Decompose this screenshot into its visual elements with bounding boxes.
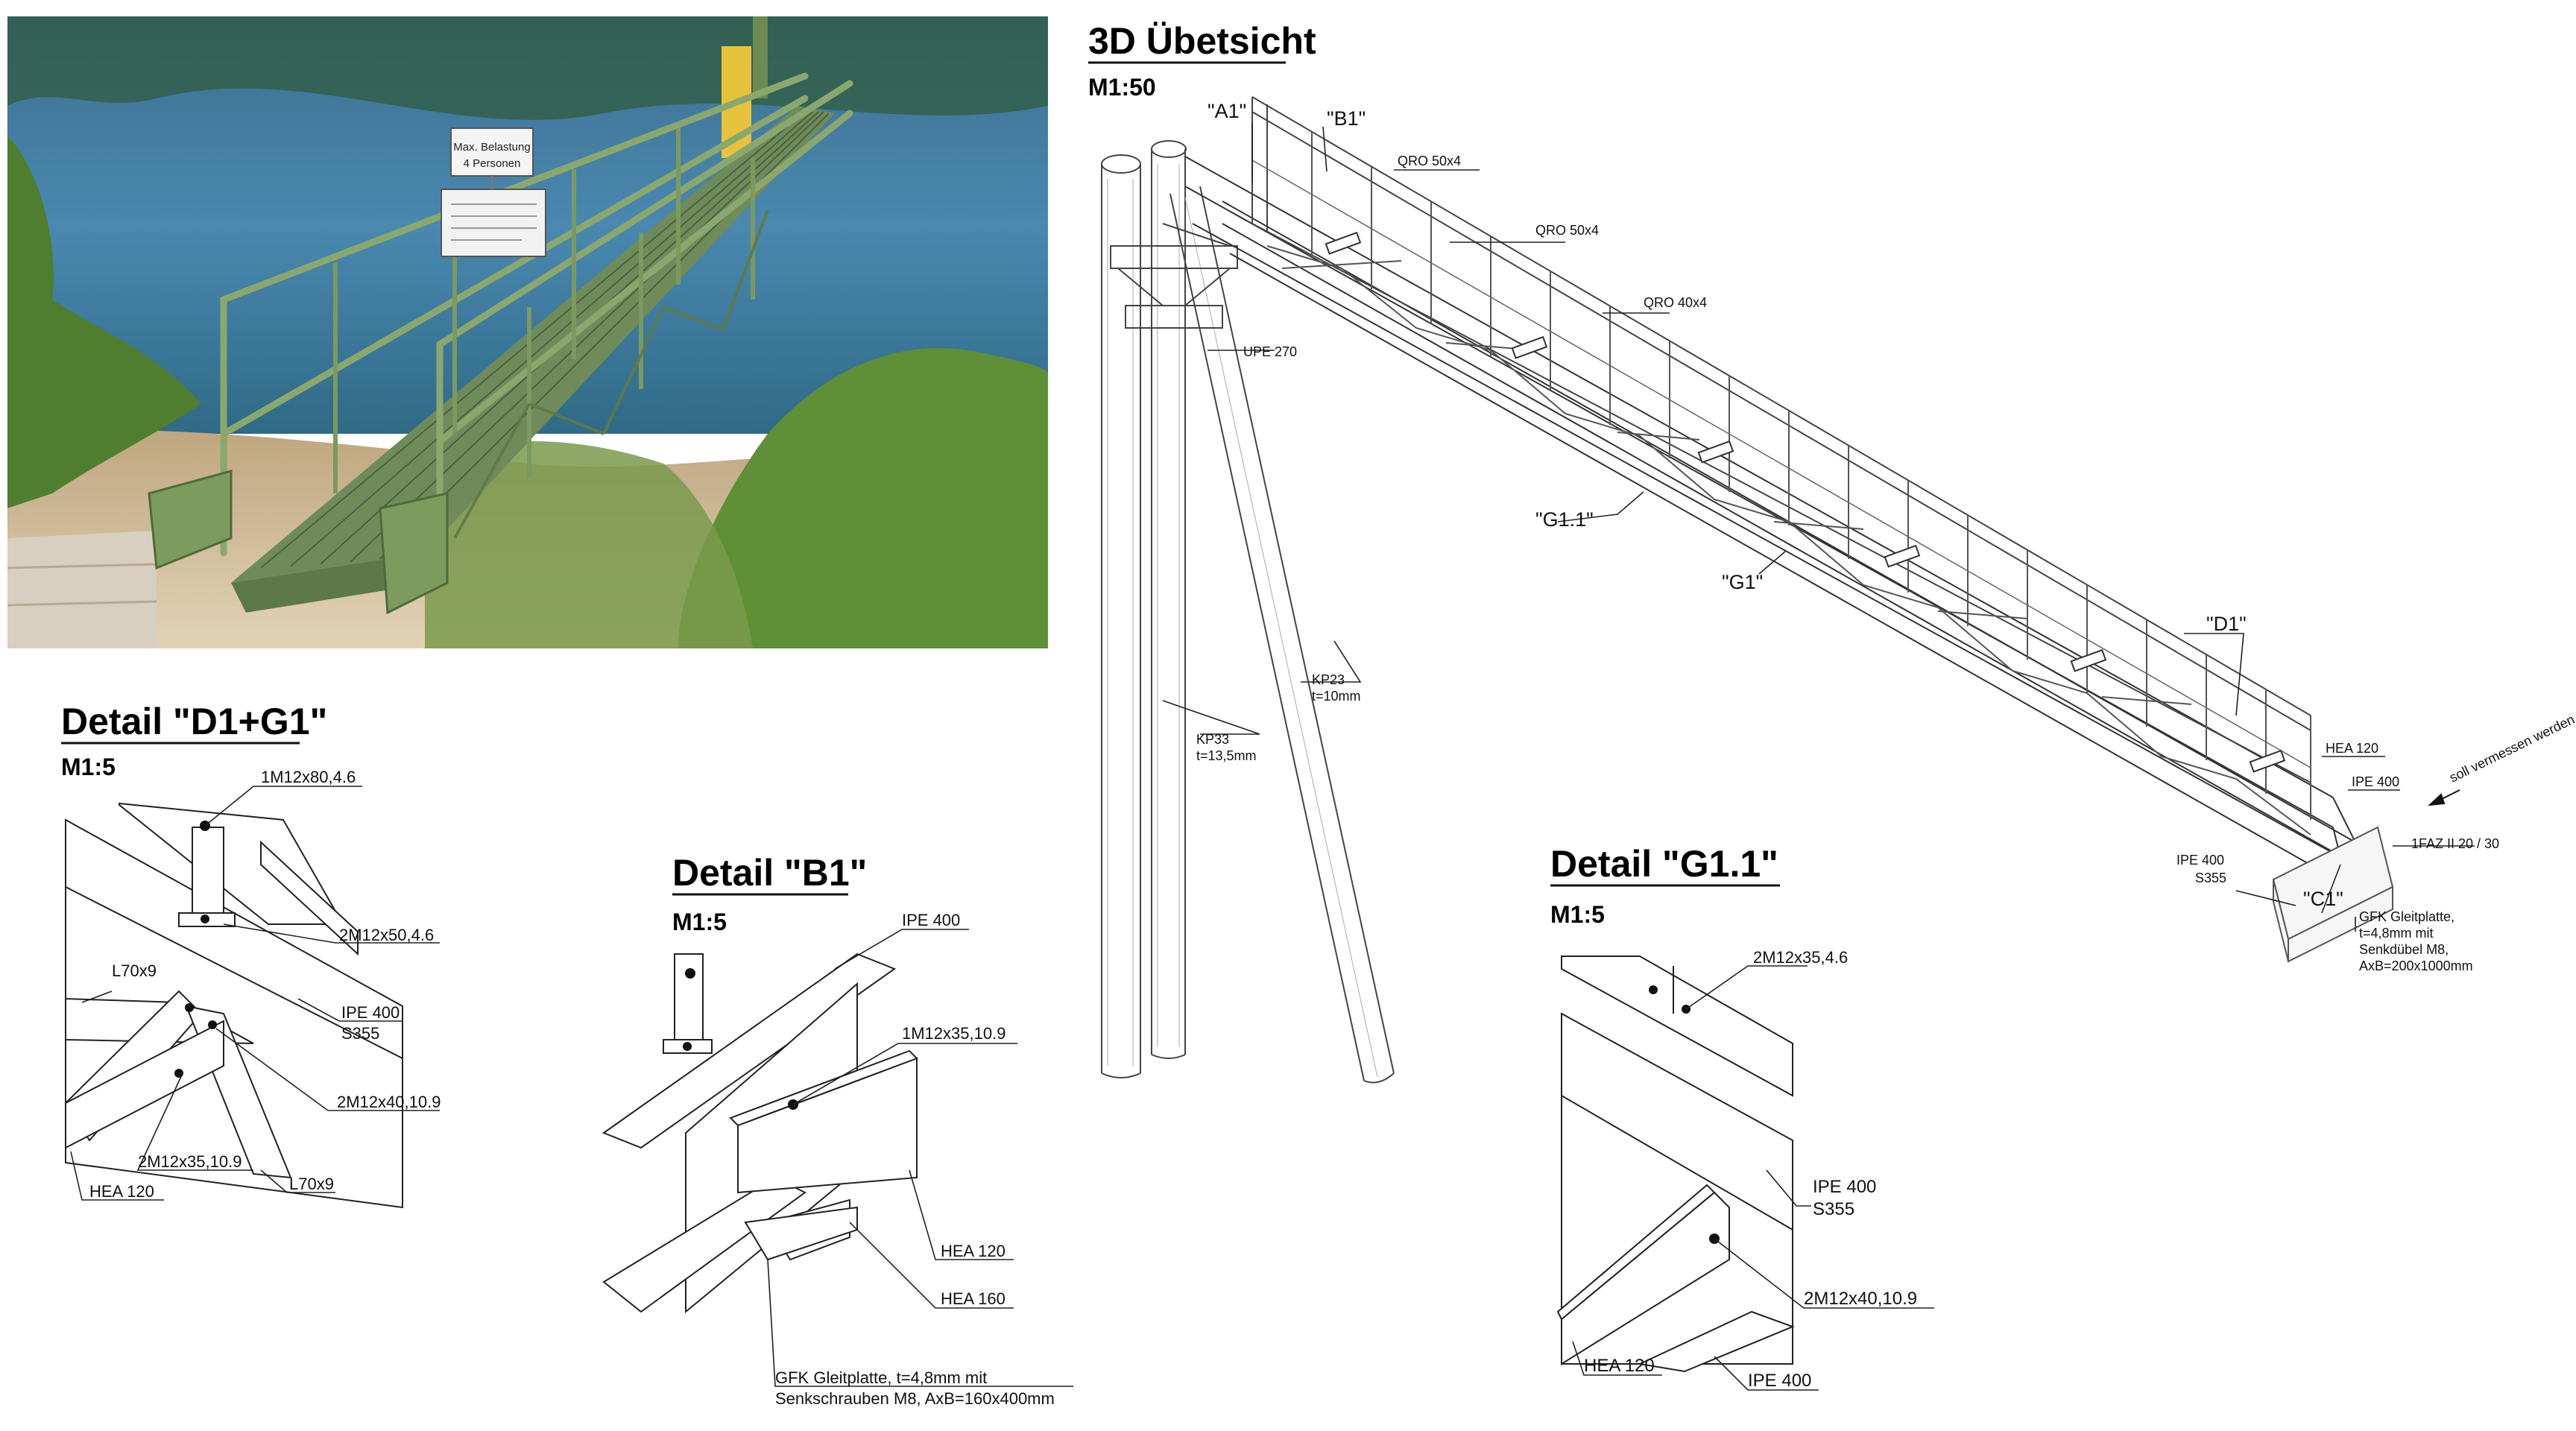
label-c1: "C1" — [2303, 888, 2343, 910]
label-s355: S355 — [2195, 871, 2226, 885]
railing-posts — [1311, 132, 2311, 820]
label-ipe400: IPE 400 — [2352, 774, 2399, 789]
detail-d1g1-title: Detail "D1+G1" — [61, 701, 327, 742]
left-railing — [220, 72, 809, 557]
bridge-deck — [231, 106, 835, 583]
info-sign — [441, 189, 546, 257]
detail-g11-title: Detail "G1.1" — [1550, 843, 1778, 885]
d1g1-bolts — [174, 821, 217, 1078]
b1-ipe: IPE 400 — [902, 911, 960, 929]
site-photo-illustration: Max. Belastung 4 Personen — [7, 16, 1048, 648]
top-railing — [1251, 96, 2311, 783]
bridge-girders — [1184, 156, 2364, 910]
overview-leaders — [1162, 123, 2475, 932]
label-hea120: HEA 120 — [2326, 741, 2378, 756]
right-railing — [436, 80, 853, 542]
label-ipe400-b: IPE 400 — [2176, 853, 2224, 868]
d1g1-s355: S355 — [341, 1024, 379, 1043]
tree-reflection — [7, 16, 1048, 120]
b1-gfk-2: Senkschrauben M8, AxB=160x400mm — [775, 1389, 1055, 1408]
d1g1-bolt2: 2M12x50,4.6 — [339, 926, 434, 944]
d1g1-bolt3: 2M12x40,10.9 — [337, 1093, 441, 1111]
right-plate — [379, 492, 449, 615]
measure-arrow — [2428, 789, 2460, 806]
label-qro-top: QRO 50x4 — [1398, 154, 1461, 168]
b1-hea160: HEA 160 — [941, 1289, 1006, 1308]
g11-hea: HEA 120 — [1584, 1356, 1655, 1376]
d1g1-bolt4: 2M12x35,10.9 — [138, 1152, 242, 1171]
label-gfk-2: t=4,8mm mit — [2359, 926, 2434, 941]
label-gfk-1: GFK Gleitplatte, — [2359, 909, 2455, 924]
detail-g11-drawing — [1556, 955, 1795, 1373]
detail-d1g1-section: Detail "D1+G1" M1:5 — [61, 701, 441, 1209]
cross-beams — [1325, 231, 2286, 773]
detail-g11-scale: M1:5 — [1550, 901, 1605, 928]
label-g11: "G1.1" — [1535, 508, 1594, 531]
label-kp23-a: KP23 — [1312, 672, 1345, 687]
steps — [7, 531, 157, 648]
label-g1: "G1" — [1722, 571, 1763, 593]
overview-title: 3D Übetsicht — [1088, 20, 1316, 62]
detail-d1g1-scale: M1:5 — [61, 754, 116, 780]
g11-ipe: IPE 400 — [1813, 1177, 1876, 1197]
detail-b1-scale: M1:5 — [672, 909, 727, 935]
load-sign-line2: 4 Personen — [464, 157, 521, 170]
b1-bolt: 1M12x35,10.9 — [902, 1024, 1006, 1043]
label-gfk-4: AxB=200x1000mm — [2359, 958, 2473, 973]
overview-scale: M1:50 — [1088, 74, 1156, 101]
d1g1-l70-2: L70x9 — [289, 1175, 334, 1193]
label-measure: soll vermessen werden — [2447, 712, 2576, 786]
detail-g11-section: Detail "G1.1" M1:5 — [1550, 843, 1934, 1391]
detail-b1-section: Detail "B1" M1:5 — [602, 852, 1073, 1408]
label-kp23-b: t=10mm — [1312, 689, 1361, 704]
site-photo: Max. Belastung 4 Personen — [7, 16, 1048, 648]
label-faz: 1FAZ II 20 / 30 — [2411, 836, 2499, 851]
label-a1: "A1" — [1208, 100, 1246, 122]
b1-hea120: HEA 120 — [941, 1242, 1006, 1260]
label-qro-40: QRO 40x4 — [1644, 295, 1707, 310]
label-b1: "B1" — [1327, 107, 1366, 130]
g11-s355: S355 — [1813, 1199, 1854, 1219]
d1g1-ipe: IPE 400 — [341, 1003, 400, 1022]
detail-b1-drawing — [602, 953, 918, 1314]
load-sign-line1: Max. Belastung — [453, 141, 530, 154]
label-kp33-a: KP33 — [1196, 732, 1229, 747]
label-d1: "D1" — [2206, 613, 2247, 635]
d1g1-l70-1: L70x9 — [112, 961, 157, 980]
label-kp33-b: t=13,5mm — [1196, 748, 1257, 763]
b1-gfk-1: GFK Gleitplatte, t=4,8mm mit — [775, 1368, 987, 1387]
d1g1-bolt1: 1M12x80,4.6 — [261, 768, 356, 786]
label-qro-mid: QRO 50x4 — [1535, 223, 1599, 238]
deck-bracing — [1266, 245, 2311, 835]
detail-d1g1-drawing — [64, 802, 403, 1209]
grass-front — [425, 441, 753, 648]
left-bushes — [7, 136, 201, 508]
overview-section: 3D Übetsicht M1:50 — [1088, 20, 2576, 1084]
g11-bolt2: 2M12x40,10.9 — [1804, 1289, 1917, 1309]
b1-leaders — [767, 929, 1073, 1387]
d1g1-hea: HEA 120 — [89, 1182, 154, 1201]
right-grass — [678, 347, 1048, 648]
g11-ipe-b: IPE 400 — [1748, 1371, 1811, 1391]
detail-b1-title: Detail "B1" — [672, 852, 867, 894]
left-plate — [148, 470, 233, 570]
piles — [1101, 140, 1395, 1084]
g11-leaders — [1572, 965, 1934, 1391]
label-upe: UPE 270 — [1243, 344, 1297, 359]
label-gfk-3: Senkdübel M8, — [2359, 942, 2449, 957]
g11-bolt1: 2M12x35,4.6 — [1753, 948, 1848, 967]
d1g1-leaders — [70, 786, 440, 1201]
